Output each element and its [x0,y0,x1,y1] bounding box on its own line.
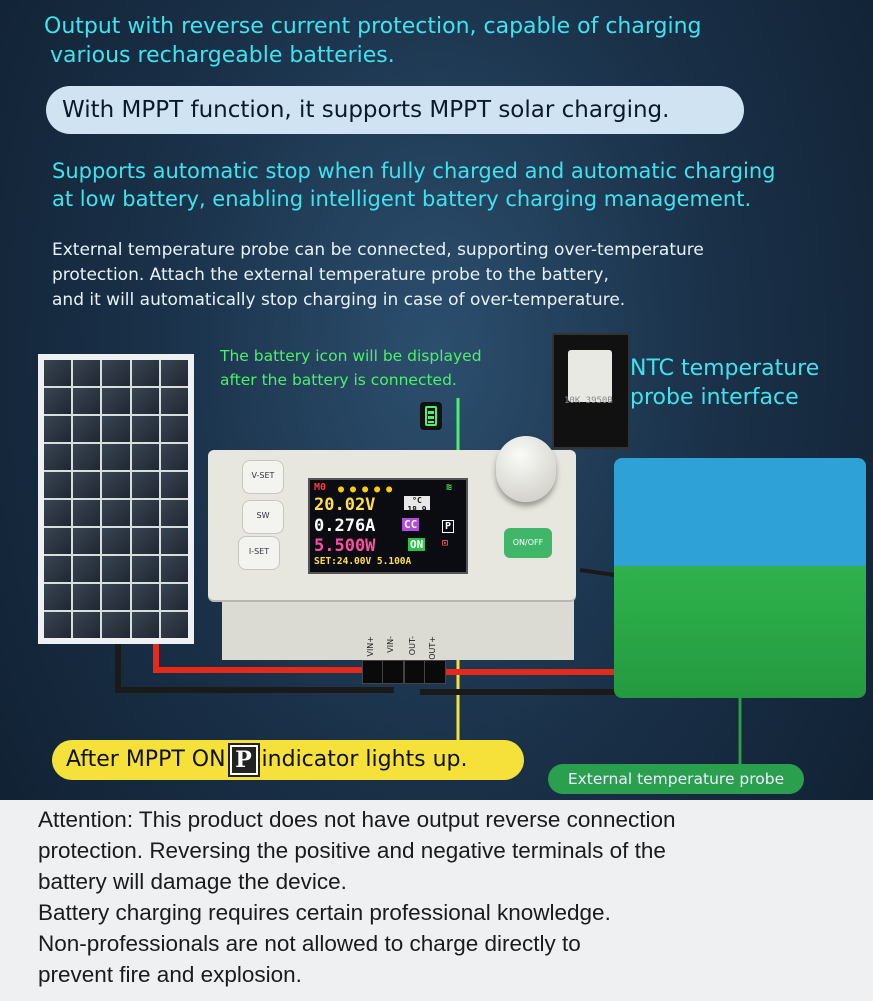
mode-label: M0 [314,482,327,493]
terminal-out-plus [424,660,446,684]
solar-cells [44,360,188,638]
probe-pill: External temperature probe [548,764,804,794]
attention-text: Attention: This product does not have ou… [38,807,676,987]
terminal-label-vin-minus: VIN- [386,636,395,653]
battery-icon [420,402,442,430]
feature-temp-probe: External temperature probe can be connec… [52,240,704,310]
ntc-part-label: 10K 3950B [564,396,613,406]
set-readout: SET:24.00V 5.100A [314,556,412,567]
mppt-p-indicator: P [442,520,455,533]
terminal-vin-plus [362,660,384,684]
terminal-out-minus [404,660,426,684]
sw-button[interactable]: SW [242,500,284,534]
ntc-label: NTC temperature probe interface [630,356,820,410]
power-readout: 5.500W [314,536,376,556]
terminal-label-vin-plus: VIN+ [366,636,375,657]
status-dots: ● ● ● ● ● [338,484,393,495]
current-readout: 0.276A [314,516,376,536]
terminal-label-out-plus: OUT+ [428,636,437,660]
onoff-button[interactable]: ON/OFF [504,528,552,558]
mppt-pill: With MPPT function, it supports MPPT sol… [46,86,744,134]
wifi-icon: ≋ [446,482,453,493]
cc-badge: CC [402,518,420,531]
attention-panel [0,800,873,1001]
feature-auto-stop: Supports automatic stop when fully charg… [52,159,776,211]
terminal-vin-minus [382,660,404,684]
battery [614,458,866,698]
device-base [222,598,574,660]
ntc-socket [568,350,612,402]
adjust-knob[interactable] [496,436,556,502]
feature-reverse-current: Output with reverse current protection, … [44,14,702,68]
iset-button[interactable]: I-SET [238,536,280,570]
on-badge: ON [408,538,426,551]
voltage-readout: 20.02V [314,495,376,515]
lock-icon: ⊡ [442,538,449,549]
battery-icon-note: The battery icon will be displayed after… [220,347,482,389]
solar-panel [38,354,194,644]
vset-button[interactable]: V-SET [242,460,284,494]
p-indicator-icon: P [227,743,260,777]
terminal-label-out-minus: OUT- [408,636,417,656]
